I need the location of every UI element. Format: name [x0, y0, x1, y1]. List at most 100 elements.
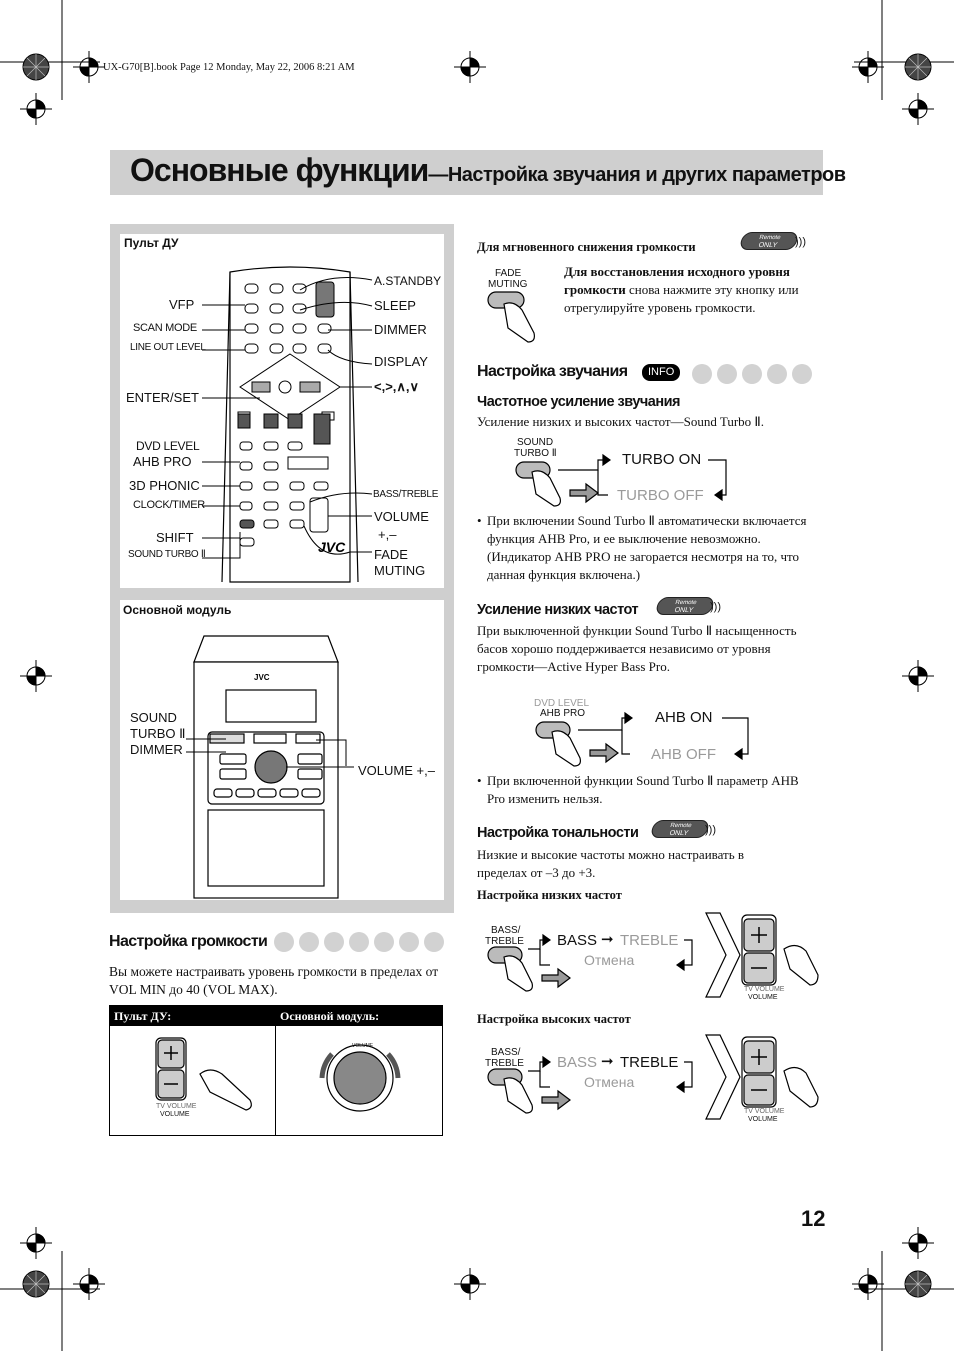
remote-only-badge: Remote ONLY: [649, 820, 711, 838]
volume-caption: VOLUME: [748, 994, 778, 1001]
volume-heading: Настройка громкости: [109, 933, 268, 950]
remote-only-badge: Remote ONLY: [738, 232, 800, 250]
volume-text: Вы можете настраивать уровень громкости …: [109, 964, 439, 997]
ahb-pro-label: AHB PRO: [540, 708, 586, 719]
label-sleep: SLEEP: [374, 298, 416, 313]
label-turbo: TURBO Ⅱ: [130, 726, 186, 741]
page-title: Основные функции—Настройка звучания и др…: [130, 152, 846, 189]
volume-caption: VOLUME: [160, 1111, 190, 1118]
sound-heading: Настройка звучания: [477, 363, 628, 380]
turbo-off-option: TURBO OFF: [617, 487, 704, 504]
treble-tone-diagram: [487, 1034, 819, 1120]
main-unit-heading: Основной модуль: [123, 603, 232, 617]
table-header-unit: Основной модуль:: [276, 1006, 442, 1026]
arrow: ➞: [601, 1053, 614, 1070]
signal-icon: ))): [710, 601, 721, 613]
label-fade: FADE: [374, 547, 408, 562]
bass-treble-label-1: BASS/: [491, 925, 521, 936]
label-muting: MUTING: [374, 563, 426, 578]
label-ahb-pro: AHB PRO: [133, 454, 192, 469]
bass-treble-label-2: TREBLE: [485, 1058, 524, 1069]
volume-table: Пульт ДУ: Основной модуль:: [109, 1005, 443, 1136]
badge-line-1: Remote: [758, 235, 782, 241]
knob-caption: VOLUME: [352, 1043, 374, 1049]
turbo-button-label-1: SOUND: [517, 437, 554, 448]
arrow: ➞: [601, 931, 614, 948]
bass-word-inactive: BASS: [557, 1054, 598, 1071]
fade-text-bold: Для восстановления исходного уровня гром…: [564, 264, 790, 297]
table-header-remote-text: Пульт ДУ:: [114, 1009, 172, 1023]
section-dot: [424, 932, 444, 952]
section-dot: [792, 364, 812, 384]
section-dot: [767, 364, 787, 384]
turbo-on-option: TURBO ON: [622, 451, 702, 468]
tone-heading: Настройка тональности: [477, 825, 639, 841]
title-sub-text: —Настройка звучания и других параметров: [428, 164, 846, 186]
fade-button-illustration: [487, 291, 535, 343]
bass-note: • При включенной функции Sound Turbo Ⅱ п…: [477, 772, 809, 808]
section-dot: [742, 364, 762, 384]
badge-line-1: Remote: [674, 600, 698, 606]
table-header-remote: Пульт ДУ:: [110, 1006, 275, 1026]
turbo-note-text: При включении Sound Turbo Ⅱ автоматическ…: [487, 513, 807, 582]
treble-word: TREBLE: [620, 1054, 679, 1071]
turbo-heading: Частотное усиление звучания: [477, 394, 681, 410]
treble-word-inactive: TREBLE: [620, 932, 679, 949]
fade-heading: Для мгновенного снижения громкости: [477, 240, 696, 254]
turbo-text: Усиление низких и высоких частот—Sound T…: [477, 414, 765, 429]
label-volume-unit: VOLUME +,–: [358, 763, 435, 778]
section-dot: [399, 932, 419, 952]
volume-caption: VOLUME: [748, 1116, 778, 1123]
section-dot: [692, 364, 712, 384]
muting-label: MUTING: [488, 279, 528, 290]
cancel-label: Отмена: [584, 1074, 635, 1090]
section-dot: [324, 932, 344, 952]
label-scan-mode: SCAN MODE: [133, 322, 197, 334]
volume-knob-illustration: [319, 1044, 401, 1112]
bass-word: BASS: [557, 932, 598, 949]
badge-line-2: ONLY: [757, 242, 778, 249]
ahb-off-option: AHB OFF: [651, 746, 717, 763]
remote-volume-illustration: [155, 1037, 252, 1111]
signal-icon: ))): [795, 236, 806, 248]
label-line-out-level: LINE OUT LEVEL: [130, 342, 206, 353]
table-divider: [275, 1006, 276, 1135]
label-3d-phonic: 3D PHONIC: [129, 478, 200, 493]
turbo-note: • При включении Sound Turbo Ⅱ автоматиче…: [477, 512, 807, 584]
ahb-on-option: AHB ON: [655, 709, 713, 726]
dvd-level-label: DVD LEVEL: [534, 698, 590, 709]
remote-illustration: JVC: [202, 266, 373, 583]
bass-adjust-heading: Настройка низких частот: [477, 888, 622, 902]
turbo-diagram: [515, 453, 727, 507]
ahb-diagram: [535, 711, 749, 767]
bass-tone-diagram: [487, 912, 819, 998]
cancel-label: Отмена: [584, 952, 635, 968]
svg-text:JVC: JVC: [318, 539, 346, 555]
section-dot: [299, 932, 319, 952]
label-clock-timer: CLOCK/TIMER: [133, 499, 205, 511]
signal-icon: ))): [705, 824, 716, 836]
label-dvd-level: DVD LEVEL: [136, 439, 200, 453]
label-sound-turbo: SOUND TURBO Ⅱ: [128, 549, 206, 560]
section-dot: [717, 364, 737, 384]
badge-line-2: ONLY: [668, 830, 689, 837]
info-badge: INFO: [642, 364, 681, 381]
label-display: DISPLAY: [374, 354, 428, 369]
bullet: •: [477, 513, 482, 528]
label-volume: VOLUME: [374, 509, 429, 524]
info-badge-text: INFO: [648, 366, 675, 378]
turbo-button-label-2: TURBO Ⅱ: [514, 448, 557, 459]
tv-volume-caption: TV VOLUME: [744, 986, 785, 993]
label-vfp: VFP: [169, 297, 195, 312]
section-dot: [349, 932, 369, 952]
fade-text-rest: снова нажмите эту кнопку или отрегулируй…: [564, 282, 799, 315]
svg-text:JVC: JVC: [254, 673, 270, 682]
bass-treble-label-1: BASS/: [491, 1047, 521, 1058]
treble-adjust-heading: Настройка высоких частот: [477, 1012, 631, 1026]
badge-line-1: Remote: [669, 823, 693, 829]
remote-panel-heading: Пульт ДУ: [124, 236, 179, 250]
table-header-unit-text: Основной модуль:: [280, 1009, 380, 1023]
bullet: •: [477, 773, 482, 788]
bass-boost-text: При выключенной функции Sound Turbo Ⅱ на…: [477, 623, 797, 674]
